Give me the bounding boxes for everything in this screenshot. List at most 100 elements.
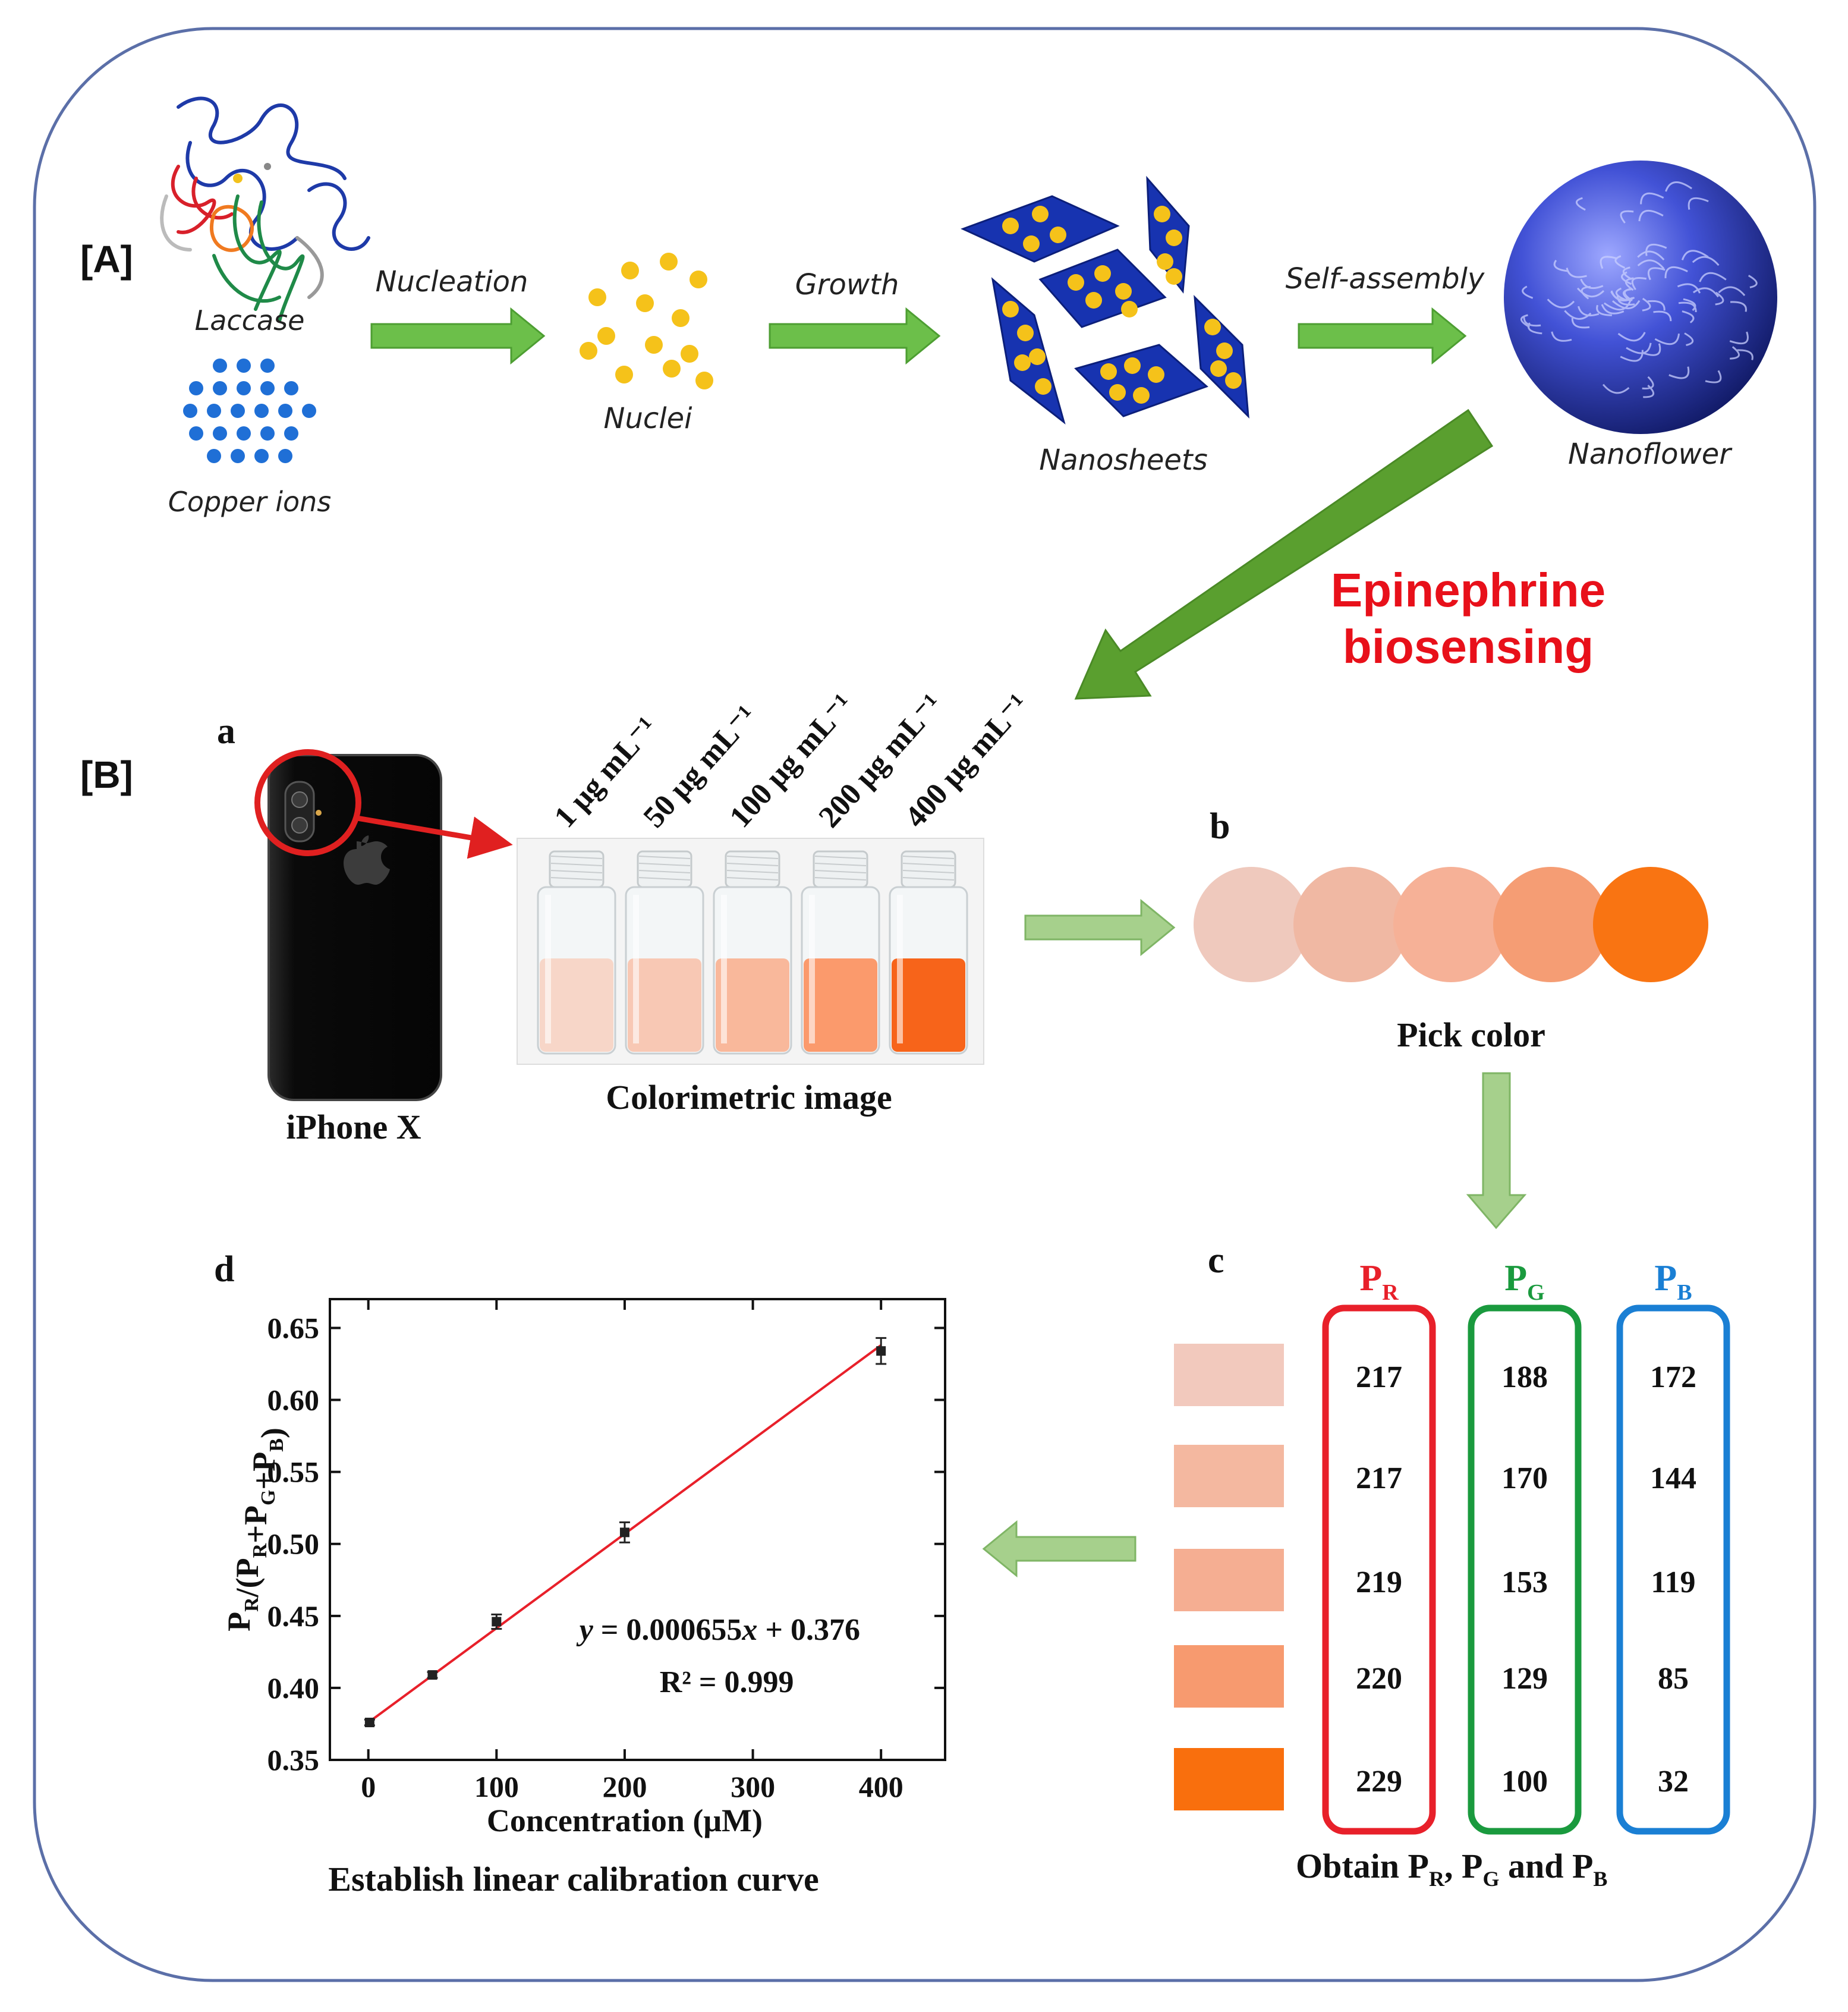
y-tick-label: 0.35 (267, 1743, 320, 1777)
y-axis-label: PR/(PR+PG+PB) (221, 1428, 290, 1631)
nanosheet (1038, 249, 1167, 328)
nanoflower-sphere (1504, 161, 1777, 434)
vial (889, 850, 968, 1055)
copper-ion-dot (278, 404, 292, 418)
rgb-column-header: PR (1359, 1258, 1399, 1305)
nucleus-dot (663, 360, 681, 378)
nanosheet (1074, 344, 1208, 417)
copper-ion-dot (278, 449, 292, 463)
data-point (876, 1346, 886, 1356)
establish-label: Establish linear calibration curve (328, 1860, 818, 1898)
subpanel-c-letter: c (1208, 1240, 1224, 1281)
nuclei-label: Nuclei (604, 402, 693, 435)
panel-b-tag: [B] (80, 753, 133, 796)
nucleation-arrow (370, 307, 546, 365)
data-point (492, 1617, 502, 1627)
growth-arrow (769, 307, 941, 365)
y-tick-label: 0.40 (267, 1671, 320, 1705)
x-axis-label: Concentration (μM) (487, 1803, 763, 1838)
rgb-value: 144 (1650, 1461, 1696, 1495)
copper-ions-cluster (183, 359, 316, 463)
camera-to-image-arrow (353, 815, 513, 859)
y-tick-label: 0.50 (267, 1527, 320, 1561)
copper-ion-dot (302, 404, 316, 418)
copper-ion-dot (183, 404, 197, 418)
colorimetric-photo (517, 838, 984, 1065)
copper-ion-dot (213, 359, 227, 373)
nanoflower-label: Nanoflower (1568, 438, 1733, 471)
nucleus-dot (645, 336, 663, 354)
panel-a-tag: [A] (80, 238, 133, 281)
copper-ion-dot (284, 381, 298, 395)
nucleus-dot (681, 345, 698, 363)
nucleus-dot (597, 327, 615, 345)
table-swatch (1174, 1645, 1284, 1708)
colorimetric-label: Colorimetric image (606, 1078, 892, 1117)
color-swatch (1393, 867, 1509, 982)
y-tick-label: 0.60 (267, 1384, 320, 1417)
plot-area (329, 1298, 946, 1761)
copper-ion-dot (254, 449, 269, 463)
x-tick-label: 400 (859, 1770, 903, 1803)
copper-ion-dot (189, 426, 203, 441)
pick-color-label: Pick color (1397, 1016, 1545, 1054)
rgb-value: 170 (1501, 1461, 1548, 1495)
self-assembly-label: Self-assembly (1286, 262, 1485, 295)
nucleus-dot (588, 288, 606, 306)
rgb-value: 217 (1356, 1461, 1402, 1495)
subpanel-a-letter: a (217, 711, 235, 752)
rgb-value: 188 (1501, 1360, 1548, 1394)
iphone-x-illustration (267, 754, 442, 1101)
nucleus-dot (660, 253, 678, 271)
vial (713, 850, 792, 1055)
biosensing-title-line2: biosensing (1343, 620, 1594, 673)
rgb-value: 32 (1658, 1765, 1689, 1799)
rgb-value: 129 (1501, 1662, 1548, 1696)
color-swatch (1493, 867, 1608, 982)
nucleus-dot (621, 262, 639, 279)
copper-ion-dot (237, 359, 251, 373)
x-tick-label: 0 (361, 1770, 376, 1803)
laccase-label: Laccase (195, 304, 305, 337)
copper-ion-dot (207, 449, 221, 463)
obtain-label: Obtain PR, PG and PB (1296, 1847, 1607, 1891)
table-swatch (1174, 1748, 1284, 1810)
copper-ion-dot (213, 381, 227, 395)
rgb-column-header: PB (1654, 1258, 1692, 1305)
copper-ion-dot (207, 404, 221, 418)
copper-ions-label: Copper ions (168, 486, 332, 518)
copper-ion-dot (260, 359, 275, 373)
copper-ion-dot (213, 426, 227, 441)
data-point (619, 1527, 629, 1538)
vial (537, 850, 616, 1055)
rgb-value: 229 (1356, 1765, 1402, 1799)
rgb-column-header: PG (1504, 1258, 1544, 1305)
copper-ion-dot (189, 381, 203, 395)
table-swatch (1174, 1445, 1284, 1507)
table-swatch (1174, 1344, 1284, 1406)
nanosheet (961, 195, 1120, 263)
rgb-value: 85 (1658, 1662, 1689, 1696)
copper-ion-dot (231, 449, 245, 463)
copper-ion-dot (260, 381, 275, 395)
rgb-value: 172 (1650, 1360, 1696, 1394)
nucleus-dot (636, 294, 654, 312)
y-tick-label: 0.45 (267, 1599, 320, 1633)
phone-label: iPhone X (286, 1108, 421, 1146)
rgb-value: 217 (1356, 1360, 1402, 1394)
vial (625, 850, 704, 1055)
x-tick-label: 100 (474, 1770, 519, 1803)
color-swatch (1293, 867, 1409, 982)
subpanel-d-letter: d (214, 1249, 234, 1290)
copper-ion-dot (260, 426, 275, 441)
nucleus-dot (580, 342, 597, 360)
nanosheet (1146, 175, 1190, 294)
self-assembly-arrow (1298, 307, 1467, 365)
copper-ion-dot (254, 404, 269, 418)
copper-ion-dot (284, 426, 298, 441)
subpanel-b-letter: b (1210, 806, 1230, 847)
